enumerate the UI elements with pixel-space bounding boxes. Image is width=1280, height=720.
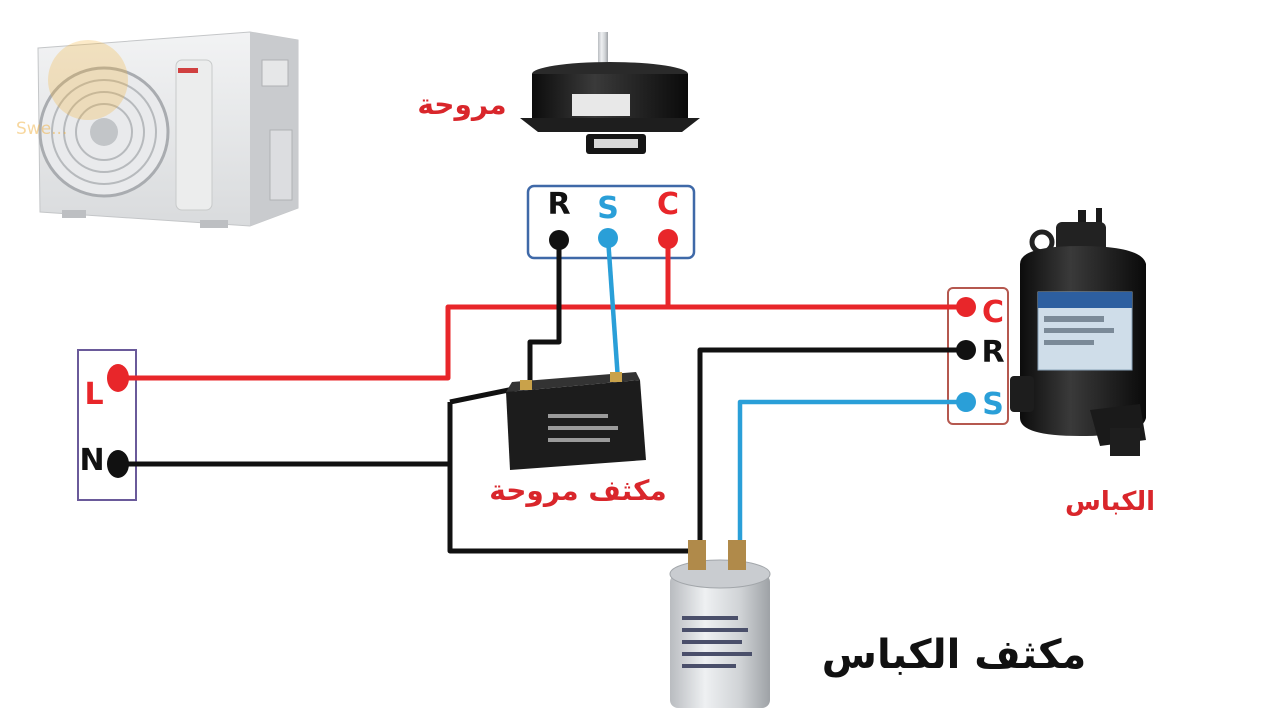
start-wire xyxy=(605,237,966,548)
compressor-terminal-s-dot xyxy=(956,392,976,412)
supply-terminal-l-dot xyxy=(107,364,129,392)
compressor-terminal-s-label: S xyxy=(982,387,1004,422)
fan-terminal-r-dot xyxy=(549,230,569,250)
compressor-image xyxy=(1010,208,1146,456)
supply-terminal-n-label: N xyxy=(79,443,104,478)
neutral-wire xyxy=(118,240,966,554)
fan-capacitor-label: مكثف مروحة xyxy=(489,474,666,507)
fan-capacitor-image xyxy=(506,372,646,470)
compressor-capacitor-label: مكثف الكباس xyxy=(822,632,1086,678)
live-wire xyxy=(118,239,966,381)
compressor-terminal-box xyxy=(947,287,1009,425)
supply-terminal-box xyxy=(77,349,137,501)
compressor-terminal-r-dot xyxy=(956,340,976,360)
compressor-capacitor-image xyxy=(669,540,771,708)
fan-label: مروحة xyxy=(417,88,506,121)
supply-terminal-n-dot xyxy=(107,450,129,478)
fan-terminal-c-label: C xyxy=(657,187,679,222)
compressor-label: الكباس xyxy=(1065,487,1155,517)
outdoor-unit-image xyxy=(37,31,299,228)
fan-terminal-c-dot xyxy=(658,229,678,249)
compressor-terminal-r-label: R xyxy=(981,335,1004,370)
supply-terminal-l-label: L xyxy=(84,377,103,412)
compressor-terminal-c-dot xyxy=(956,297,976,317)
fan-motor-image xyxy=(520,32,700,154)
fan-terminal-r-label: R xyxy=(547,187,570,222)
fan-terminal-s-label: S xyxy=(597,191,619,226)
watermark-text: Swe... xyxy=(16,119,67,139)
fan-terminal-s-dot xyxy=(598,228,618,248)
compressor-terminal-c-label: C xyxy=(982,295,1004,330)
